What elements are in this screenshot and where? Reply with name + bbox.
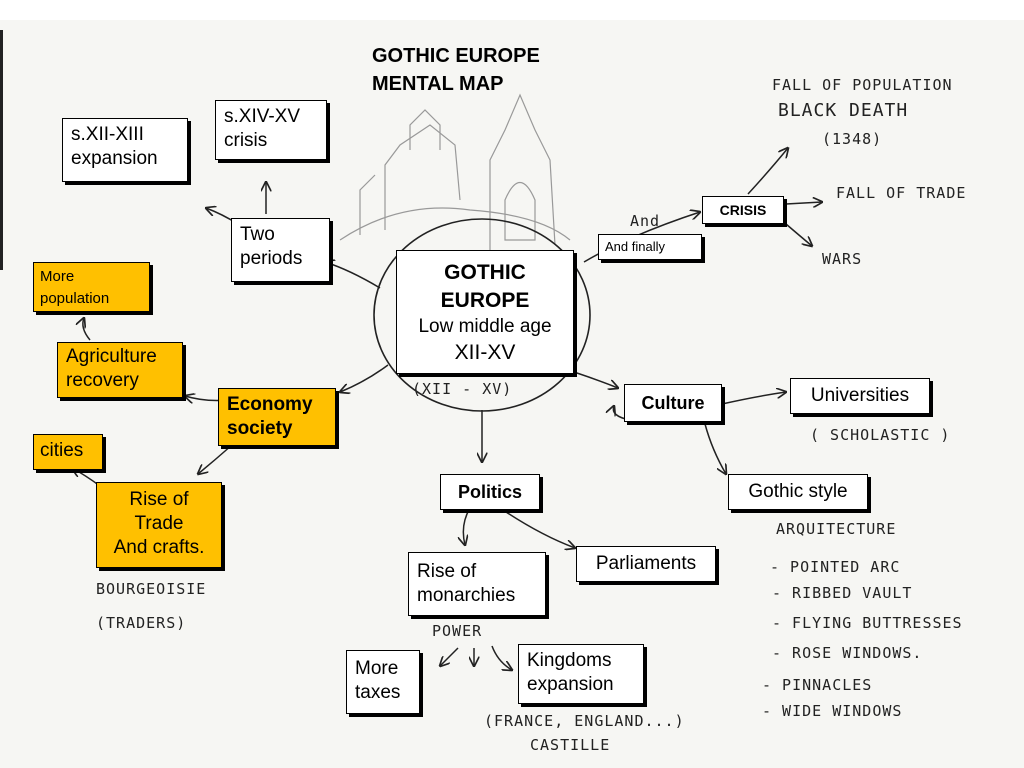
- node-politics: Politics: [440, 474, 540, 510]
- arrow-power-to-kingdoms: [491, 645, 512, 670]
- arrow-power-to-taxes: [440, 647, 459, 666]
- text-ribbed-vault: - RIBBED VAULT: [772, 584, 913, 602]
- text-fall-of-trade: FALL OF TRADE: [836, 184, 967, 202]
- arrow-crisis-to-trade: [785, 202, 822, 204]
- node-more-taxes: More taxes: [346, 650, 420, 714]
- text-and-scribble: And: [630, 212, 661, 230]
- arrow-economy-to-trade: [198, 444, 233, 474]
- text-wide-windows: - WIDE WINDOWS: [762, 702, 903, 720]
- text-rose-windows: - ROSE WINDOWS.: [772, 644, 923, 662]
- arrow-center-to-economy: [340, 364, 389, 392]
- arrow-politics-to-monarchies: [463, 507, 471, 545]
- node-rise-of-trade: Rise of Trade And crafts.: [96, 482, 222, 568]
- center-node: GOTHIC EUROPE Low middle age XII-XV: [396, 250, 574, 374]
- node-more-population: More population: [33, 262, 150, 312]
- node-economy-society: Economy society: [218, 388, 336, 446]
- text-castille: CASTILLE: [530, 736, 611, 754]
- text-pointed-arc: - POINTED ARC: [770, 558, 901, 576]
- node-agriculture-recovery: Agriculture recovery: [57, 342, 183, 398]
- node-two-periods: Two periods: [231, 218, 330, 282]
- center-line-3: Low middle age: [418, 316, 552, 337]
- center-line-2: EUROPE: [440, 289, 530, 312]
- text-traders: (TRADERS): [96, 614, 187, 632]
- text-flying-buttresses: - FLYING BUTTRESSES: [772, 614, 963, 632]
- arrow-culture-to-universities: [721, 392, 786, 405]
- cathedral-sketch: [339, 93, 571, 250]
- text-black-death: BLACK DEATH: [778, 100, 909, 121]
- node-gothic-style: Gothic style: [728, 474, 868, 510]
- node-parliaments: Parliaments: [576, 546, 716, 582]
- arrow-crisis-to-wars: [785, 223, 812, 246]
- node-rise-of-monarchies: Rise of monarchies: [408, 552, 546, 616]
- text-fall-of-population: FALL OF POPULATION: [772, 76, 953, 94]
- center-line-1: GOTHIC: [444, 261, 526, 284]
- node-expansion: s.XII-XIII expansion: [62, 118, 188, 182]
- arrow-politics-to-parliaments: [499, 507, 575, 548]
- node-cities: cities: [33, 434, 103, 470]
- arrow-culture-to-gothic-style: [704, 423, 726, 474]
- node-kingdoms-expansion: Kingdoms expansion: [518, 644, 644, 704]
- arrow-center-to-two-periods: [325, 262, 381, 289]
- arrow-crisis-to-population: [747, 148, 788, 195]
- arrow-agriculture-to-population: [83, 318, 91, 341]
- arrow-center-to-culture: [573, 371, 618, 388]
- text-scholastic: ( SCHOLASTIC ): [810, 426, 951, 444]
- text-bourgeoisie: BOURGEOISIE: [96, 580, 207, 598]
- text-countries: (FRANCE, ENGLAND...): [484, 712, 685, 730]
- center-line-4: XII-XV: [454, 341, 516, 364]
- center-handwritten-dates: (XII - XV): [412, 380, 513, 398]
- text-wars: WARS: [822, 250, 863, 268]
- page-edge: [0, 30, 3, 270]
- text-power: POWER: [432, 622, 483, 640]
- node-culture: Culture: [624, 384, 722, 422]
- node-crisis-period: s.XIV-XV crisis: [215, 100, 327, 160]
- text-pinnacles: - PINNACLES: [762, 676, 873, 694]
- text-architecture: ARQUITECTURE: [776, 520, 897, 538]
- text-black-death-year: (1348): [822, 130, 883, 148]
- node-crisis: CRISIS: [702, 196, 784, 224]
- map-title: GOTHIC EUROPE MENTAL MAP: [372, 45, 540, 95]
- node-and-finally: And finally: [598, 234, 702, 260]
- node-universities: Universities: [790, 378, 930, 414]
